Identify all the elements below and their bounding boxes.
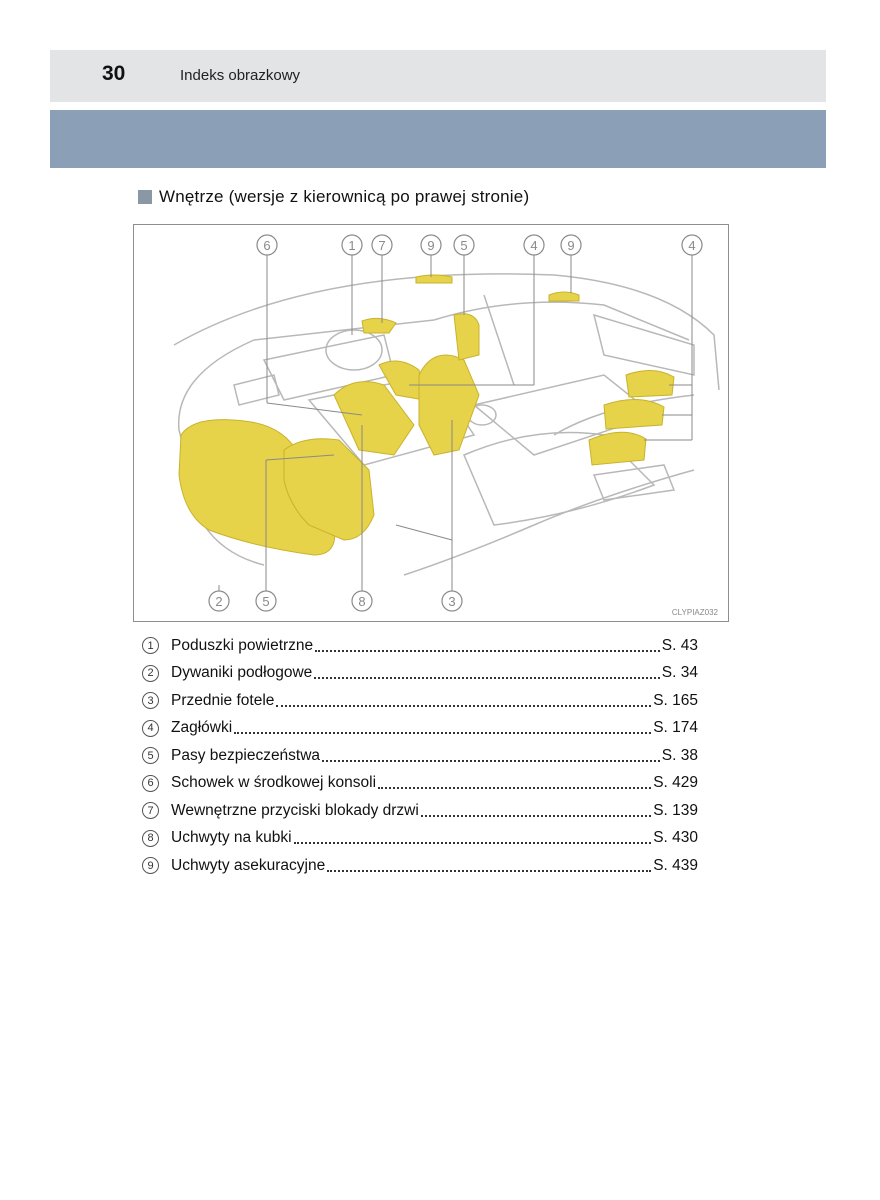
item-label: Poduszki powietrzne <box>171 636 314 654</box>
heading-text: Wnętrze (wersje z kierownicą po prawej s… <box>159 187 530 206</box>
callout-3: 3 <box>448 594 455 609</box>
header-band <box>50 110 826 168</box>
item-label: Schowek w środkowej konsoli <box>171 774 377 792</box>
heading-square-icon <box>138 190 152 204</box>
subsection-heading: Wnętrze (wersje z kierownicą po prawej s… <box>138 187 529 207</box>
dot-leader <box>420 814 652 817</box>
image-code: CLYPIAZ032 <box>671 608 718 617</box>
callout-7: 7 <box>378 238 385 253</box>
callout-9-b: 9 <box>567 238 574 253</box>
item-page-ref[interactable]: S. 430 <box>653 829 698 847</box>
item-number: 6 <box>142 774 159 792</box>
callout-9-a: 9 <box>427 238 434 253</box>
list-item: 3 Przednie fotele S. 165 <box>142 687 698 715</box>
callout-4-a: 4 <box>530 238 537 253</box>
item-page-ref[interactable]: S. 38 <box>661 746 698 764</box>
dot-leader <box>322 759 660 762</box>
list-item: 5 Pasy bezpieczeństwa S. 38 <box>142 742 698 770</box>
dot-leader <box>378 787 652 790</box>
callouts-bottom: 2 5 8 3 <box>208 590 463 612</box>
item-page-ref[interactable]: S. 43 <box>661 636 698 654</box>
item-page-ref[interactable]: S. 165 <box>653 691 698 709</box>
item-label: Wewnętrzne przyciski blokady drzwi <box>171 801 419 819</box>
dot-leader <box>234 732 652 735</box>
callout-5-top: 5 <box>460 238 467 253</box>
item-number: 7 <box>142 802 159 820</box>
item-page-ref[interactable]: S. 139 <box>653 801 698 819</box>
item-number: 2 <box>142 664 159 682</box>
list-item: 1 Poduszki powietrzne S. 43 <box>142 632 698 660</box>
callout-5-bottom: 5 <box>262 594 269 609</box>
callout-2: 2 <box>215 594 222 609</box>
callout-6-top: 6 <box>263 238 270 253</box>
item-page-ref[interactable]: S. 429 <box>653 774 698 792</box>
list-item: 4 Zagłówki S. 174 <box>142 715 698 743</box>
callout-4-b: 4 <box>688 238 695 253</box>
item-number: 9 <box>142 857 159 875</box>
item-label: Dywaniki podłogowe <box>171 664 313 682</box>
item-label: Uchwyty na kubki <box>171 829 292 847</box>
car-interior-drawing: 6 1 7 9 5 4 9 4 2 5 8 3 <box>173 234 720 612</box>
item-label: Przednie fotele <box>171 691 275 709</box>
callout-1: 1 <box>348 238 355 253</box>
item-page-ref[interactable]: S. 34 <box>661 664 698 682</box>
list-item: 8 Uchwyty na kubki S. 430 <box>142 825 698 853</box>
dot-leader <box>276 704 652 707</box>
list-item: 2 Dywaniki podłogowe S. 34 <box>142 660 698 688</box>
list-item: 6 Schowek w środkowej konsoli S. 429 <box>142 770 698 798</box>
dot-leader <box>314 677 660 680</box>
item-number: 5 <box>142 747 159 765</box>
dot-leader <box>315 649 660 652</box>
item-number: 1 <box>142 637 159 655</box>
section-title: Indeks obrazkowy <box>180 67 301 84</box>
item-label: Pasy bezpieczeństwa <box>171 746 321 764</box>
list-item: 7 Wewnętrzne przyciski blokady drzwi S. … <box>142 797 698 825</box>
item-label: Uchwyty asekuracyjne <box>171 856 326 874</box>
item-page-ref[interactable]: S. 439 <box>653 856 698 874</box>
item-label: Zagłówki <box>171 719 233 737</box>
item-number: 8 <box>142 829 159 847</box>
list-item: 9 Uchwyty asekuracyjne S. 439 <box>142 852 698 880</box>
item-number: 4 <box>142 719 159 737</box>
dot-leader <box>293 842 652 845</box>
dot-leader <box>327 869 652 872</box>
item-number: 3 <box>142 692 159 710</box>
page-header: 30 Indeks obrazkowy <box>50 50 826 102</box>
item-page-ref[interactable]: S. 174 <box>653 719 698 737</box>
index-list: 1 Poduszki powietrzne S. 43 2 Dywaniki p… <box>142 632 698 880</box>
page-number: 30 <box>102 62 126 85</box>
callout-8: 8 <box>358 594 365 609</box>
interior-illustration: 6 1 7 9 5 4 9 4 2 5 8 3 CLYPIAZ0 <box>133 224 729 622</box>
callouts-top: 6 1 7 9 5 4 9 4 <box>256 234 703 256</box>
